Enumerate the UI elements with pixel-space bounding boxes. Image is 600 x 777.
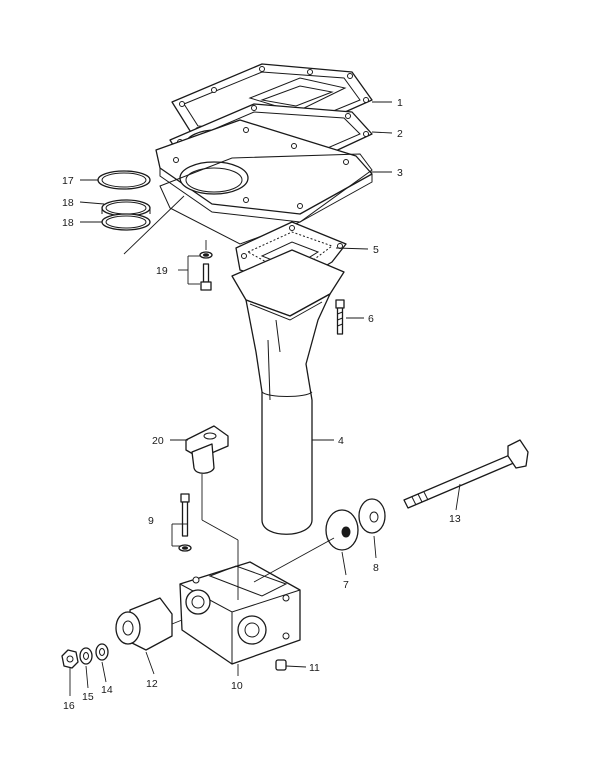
callouts: 1 2 3 4 5 6 7 8 9 10 11 12 13 14 15 16 1… (62, 97, 461, 712)
gasket-3-outline (159, 153, 373, 245)
washer-8 (358, 498, 386, 534)
callout-2: 2 (397, 128, 403, 140)
callout-14: 14 (101, 684, 113, 696)
callout-6: 6 (368, 313, 374, 325)
callout-5: 5 (373, 244, 379, 256)
callout-9: 9 (148, 515, 154, 527)
bolt-9 (178, 493, 192, 552)
nut-16 (61, 649, 79, 669)
pin-11 (275, 659, 287, 671)
callout-1: 1 (397, 97, 403, 109)
callout-8: 8 (373, 562, 379, 574)
mount-stud-20 (185, 425, 229, 474)
callout-3: 3 (397, 167, 403, 179)
washer-7 (325, 509, 359, 551)
seal-ring-18-upper (101, 199, 151, 217)
callout-19: 19 (156, 265, 168, 277)
callout-10: 10 (231, 680, 243, 692)
seal-ring-17 (97, 170, 151, 190)
callout-18-lower: 18 (62, 217, 74, 229)
plate-3-bolt-holes (173, 127, 349, 209)
washer-15 (79, 647, 93, 665)
callout-11: 11 (309, 662, 320, 674)
through-bolt-13 (403, 439, 529, 509)
callout-15: 15 (82, 691, 94, 703)
callout-16: 16 (63, 700, 75, 712)
assembly-guide-lines (123, 195, 335, 625)
lower-mount-bracket-10 (179, 561, 301, 665)
callout-4: 4 (338, 435, 344, 447)
bolt-19 (199, 251, 213, 291)
plate-3 (155, 119, 373, 223)
driveshaft-housing-4 (231, 249, 345, 535)
callout-18-upper: 18 (62, 197, 74, 209)
callout-17: 17 (62, 175, 74, 187)
rubber-mount-12 (115, 597, 173, 651)
callout-12: 12 (146, 678, 158, 690)
washer-14 (95, 643, 109, 661)
callout-13: 13 (449, 513, 461, 525)
seal-ring-18-lower (101, 213, 151, 231)
callout-7: 7 (343, 579, 349, 591)
callout-20: 20 (152, 435, 164, 447)
bolt-6 (335, 299, 345, 335)
callout-leader-lines (69, 101, 461, 696)
